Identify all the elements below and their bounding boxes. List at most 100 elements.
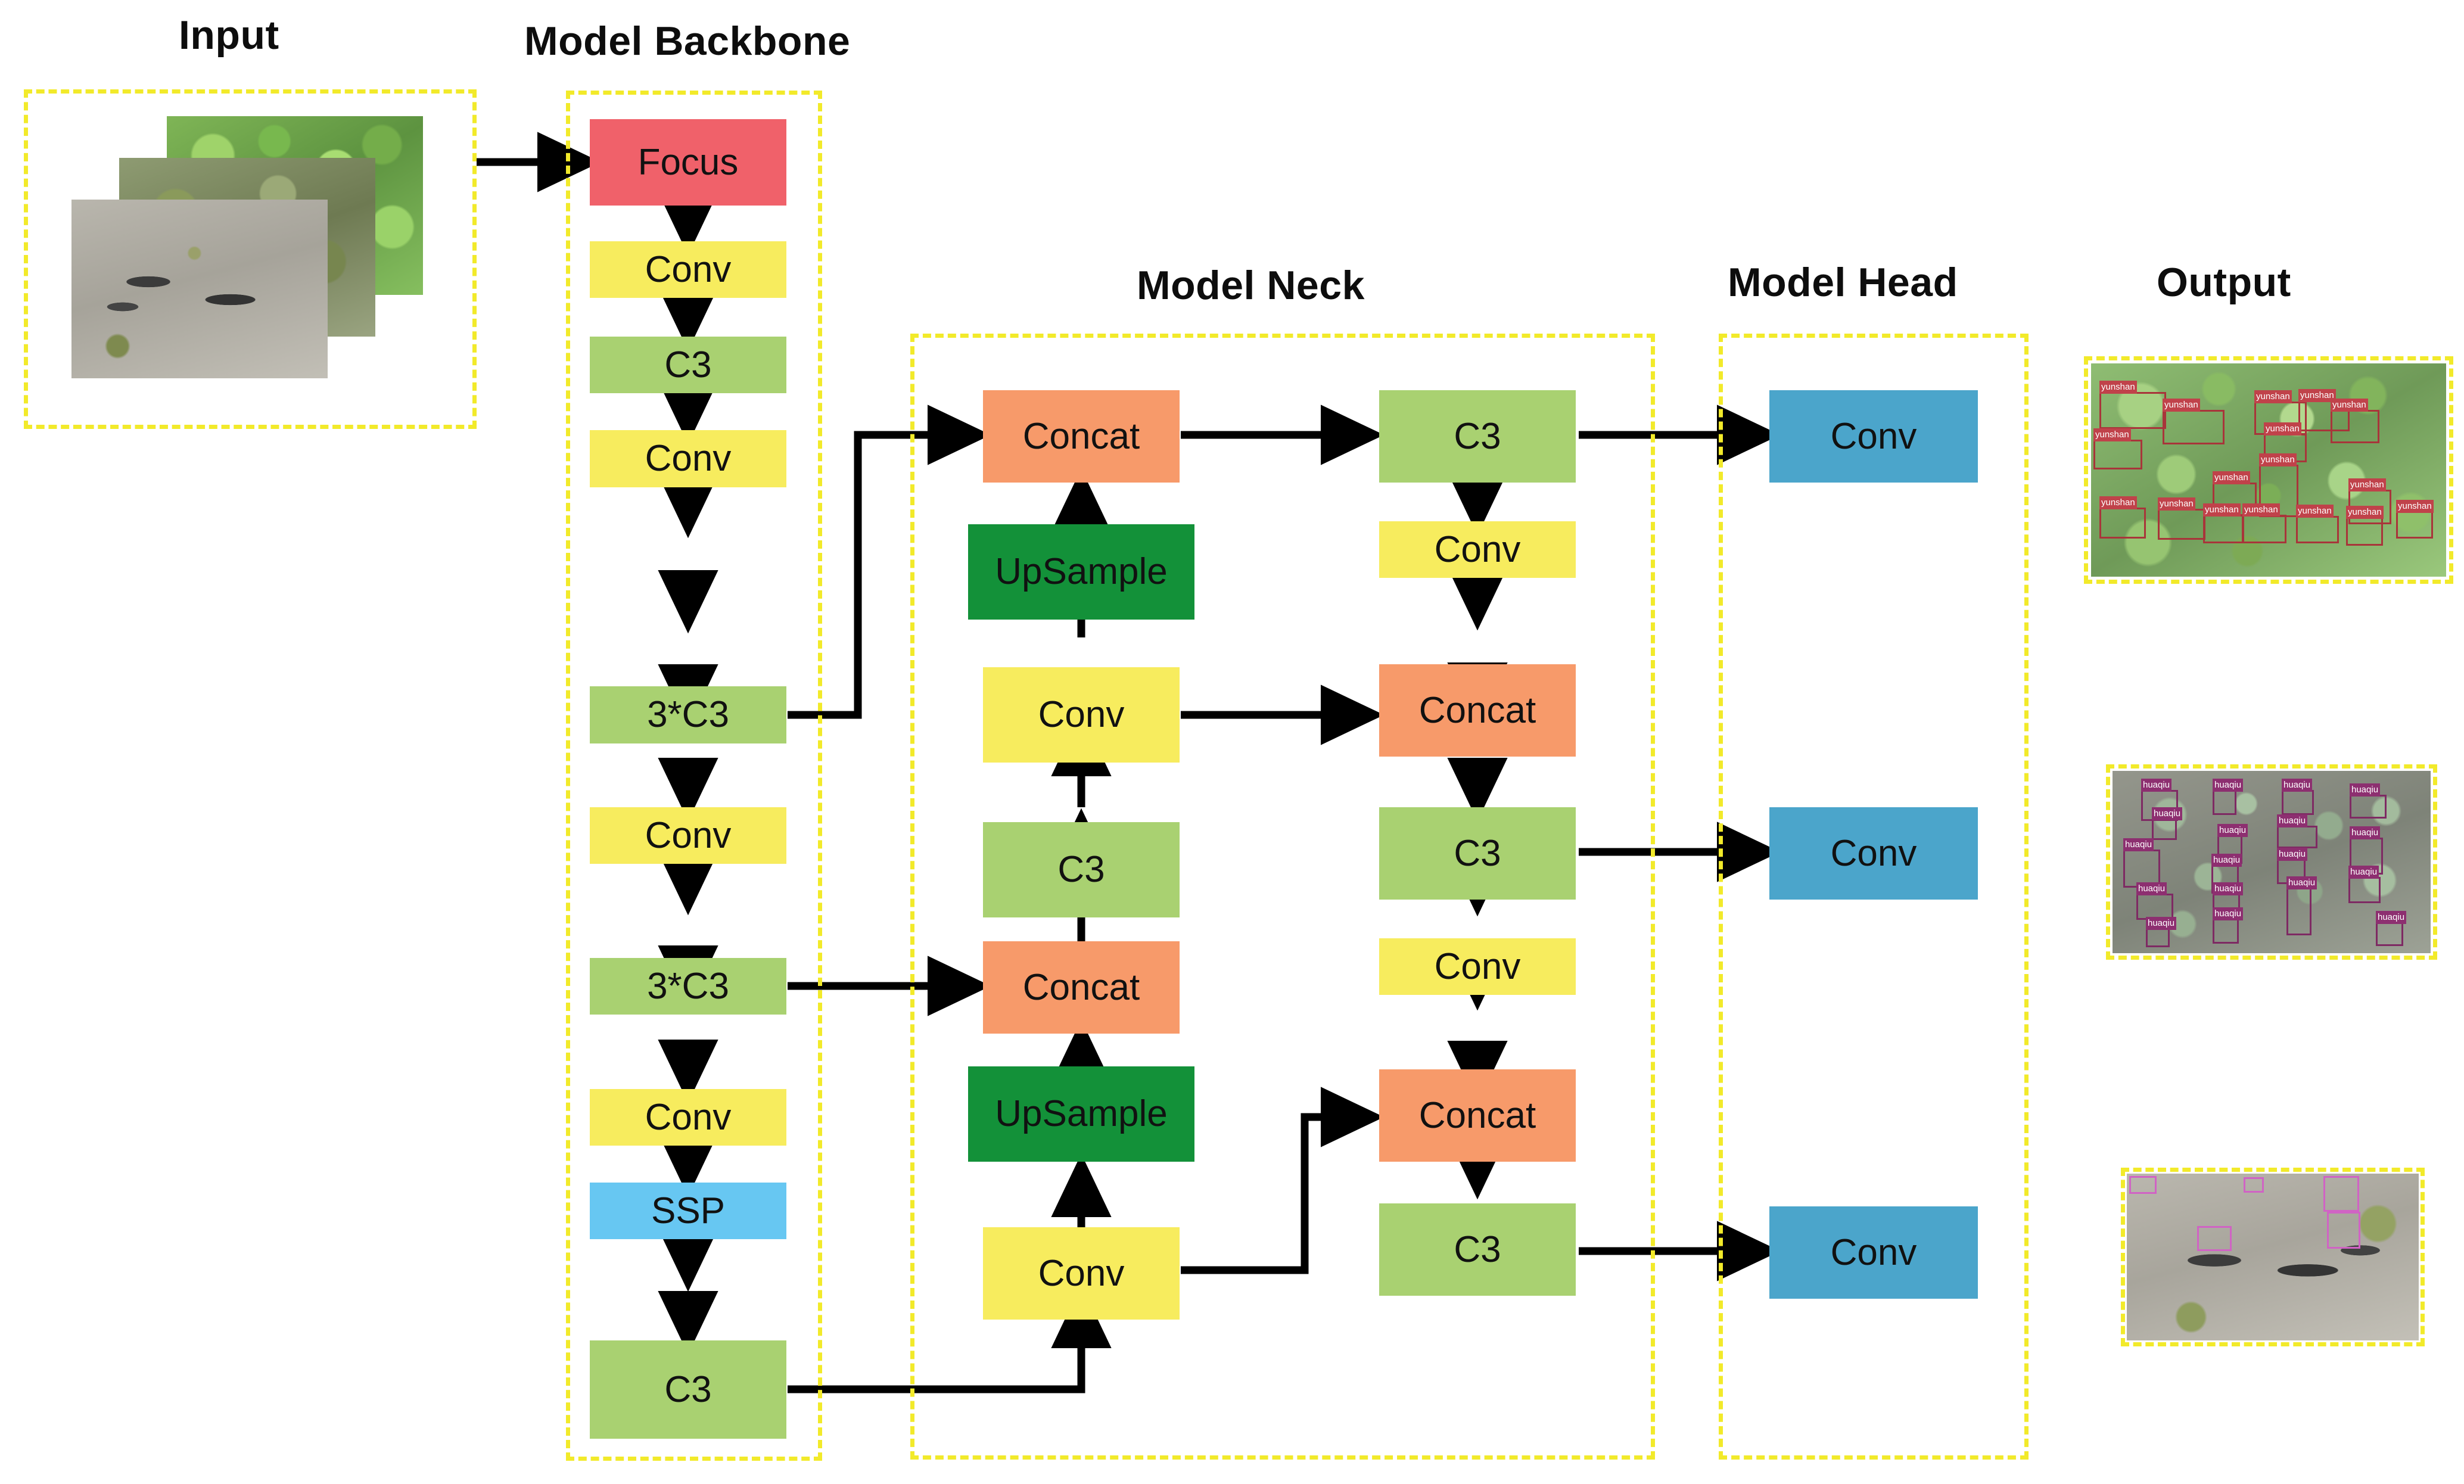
frame-output-1 <box>2084 356 2453 584</box>
detection-label: huaqiu <box>2376 911 2407 924</box>
backbone-node-focus[interactable]: Focus <box>590 119 786 206</box>
detection-label: yunshan <box>2163 399 2200 412</box>
head-node-conv-3[interactable]: Conv <box>1769 1206 1978 1299</box>
input-image-stack <box>60 116 441 396</box>
detection-box: yunshan <box>2331 399 2379 443</box>
backbone-node-conv-3[interactable]: Conv <box>590 807 786 864</box>
backbone-node-ssp[interactable]: SSP <box>590 1183 786 1239</box>
detection-label: yunshan <box>2099 381 2137 394</box>
output-image-ground <box>2127 1174 2419 1340</box>
detection-label: huaqiu <box>2141 779 2172 792</box>
node-label: C3 <box>1454 415 1501 457</box>
detection-label: huaqiu <box>2348 866 2379 879</box>
head-node-conv-2[interactable]: Conv <box>1769 807 1978 900</box>
neck-node-conv-4[interactable]: Conv <box>1379 938 1576 995</box>
head-node-conv-1[interactable]: Conv <box>1769 390 1978 483</box>
backbone-node-3c3-1[interactable]: 3*C3 <box>590 686 786 743</box>
node-label: Conv <box>1038 1252 1125 1294</box>
detection-label: huaqiu <box>2286 876 2317 889</box>
node-label: Conv <box>1038 694 1125 735</box>
detection-label: huaqiu <box>2277 848 2308 861</box>
node-label: Conv <box>645 248 732 290</box>
detection-box: yunshan <box>2346 506 2384 546</box>
neck-node-concat-3[interactable]: Concat <box>1379 664 1576 757</box>
node-label: Conv <box>1830 1231 1917 1273</box>
neck-node-c3-2[interactable]: C3 <box>1379 390 1576 483</box>
detection-label: yunshan <box>2264 422 2301 435</box>
detection-box: huaqiu <box>2277 814 2317 848</box>
node-label: C3 <box>1454 832 1501 874</box>
detection-label: yunshan <box>2213 471 2250 484</box>
node-label: Conv <box>645 1096 732 1138</box>
detection-label: huaqiu <box>2350 826 2381 839</box>
node-label: Concat <box>1418 689 1536 731</box>
detection-label: huaqiu <box>2213 779 2244 792</box>
backbone-node-c3-1[interactable]: C3 <box>590 337 786 393</box>
backbone-node-conv-4[interactable]: Conv <box>590 1089 786 1146</box>
detection-box <box>2197 1226 2232 1251</box>
frame-neck <box>910 334 1655 1460</box>
node-label: C3 <box>1057 849 1105 890</box>
neck-node-concat-1[interactable]: Concat <box>983 390 1180 483</box>
detection-box: yunshan <box>2396 500 2434 539</box>
node-label: C3 <box>664 344 712 385</box>
backbone-node-3c3-2[interactable]: 3*C3 <box>590 958 786 1015</box>
backbone-node-c3-2[interactable]: C3 <box>590 1340 786 1439</box>
detection-label: yunshan <box>2346 506 2384 519</box>
title-input: Input <box>179 13 279 58</box>
detection-label: huaqiu <box>2152 807 2183 820</box>
detection-box: huaqiu <box>2286 876 2317 935</box>
neck-node-concat-4[interactable]: Concat <box>1379 1069 1576 1162</box>
neck-node-c3-1[interactable]: C3 <box>983 822 1180 917</box>
node-label: C3 <box>664 1368 712 1410</box>
detection-box: yunshan <box>2099 381 2166 429</box>
neck-node-upsample-2[interactable]: UpSample <box>968 1066 1194 1162</box>
frame-backbone <box>566 91 822 1461</box>
detection-label: huaqiu <box>2277 814 2308 827</box>
detection-box: huaqiu <box>2213 907 2244 944</box>
detection-label: yunshan <box>2099 496 2137 509</box>
detection-box: yunshan <box>2158 497 2205 540</box>
detection-label: huaqiu <box>2146 917 2177 930</box>
detection-label: huaqiu <box>2282 779 2313 792</box>
detection-label: yunshan <box>2203 503 2241 517</box>
detection-box: yunshan <box>2163 399 2225 444</box>
detection-box: huaqiu <box>2376 911 2407 946</box>
detection-box: huaqiu <box>2348 866 2381 903</box>
detection-box: yunshan <box>2093 428 2142 469</box>
neck-node-concat-2[interactable]: Concat <box>983 941 1180 1034</box>
detection-label: yunshan <box>2396 500 2434 513</box>
detection-box: huaqiu <box>2213 779 2244 815</box>
neck-node-c3-3[interactable]: C3 <box>1379 807 1576 900</box>
node-label: Concat <box>1418 1094 1536 1136</box>
neck-node-upsample-1[interactable]: UpSample <box>968 524 1194 620</box>
node-label: Conv <box>645 814 732 856</box>
detection-label: yunshan <box>2331 399 2368 412</box>
backbone-node-conv-1[interactable]: Conv <box>590 241 786 298</box>
node-label: 3*C3 <box>647 965 729 1007</box>
detection-label: huaqiu <box>2350 783 2381 797</box>
title-backbone: Model Backbone <box>524 18 851 64</box>
node-label: UpSample <box>995 551 1168 592</box>
detection-box: huaqiu <box>2152 807 2183 840</box>
frame-input <box>24 89 477 429</box>
output-panel-forest: yunshan yunshan yunshan yunshan yunshan … <box>2091 363 2446 577</box>
detection-box <box>2327 1212 2360 1249</box>
node-label: 3*C3 <box>647 694 729 735</box>
neck-node-conv-2[interactable]: Conv <box>983 1227 1180 1320</box>
detection-box: yunshan <box>2348 478 2391 524</box>
detection-box: yunshan <box>2213 471 2257 516</box>
detection-label: yunshan <box>2296 505 2334 518</box>
detection-box: yunshan <box>2099 496 2146 539</box>
detection-label: yunshan <box>2298 389 2336 402</box>
title-output: Output <box>2157 260 2291 305</box>
node-label: SSP <box>651 1190 726 1231</box>
neck-node-c3-4[interactable]: C3 <box>1379 1203 1576 1296</box>
detection-box: yunshan <box>2203 503 2244 543</box>
backbone-node-conv-2[interactable]: Conv <box>590 430 786 487</box>
detection-box <box>2129 1176 2157 1194</box>
neck-node-conv-3[interactable]: Conv <box>1379 521 1576 578</box>
detection-label: yunshan <box>2348 478 2386 491</box>
neck-node-conv-1[interactable]: Conv <box>983 667 1180 763</box>
